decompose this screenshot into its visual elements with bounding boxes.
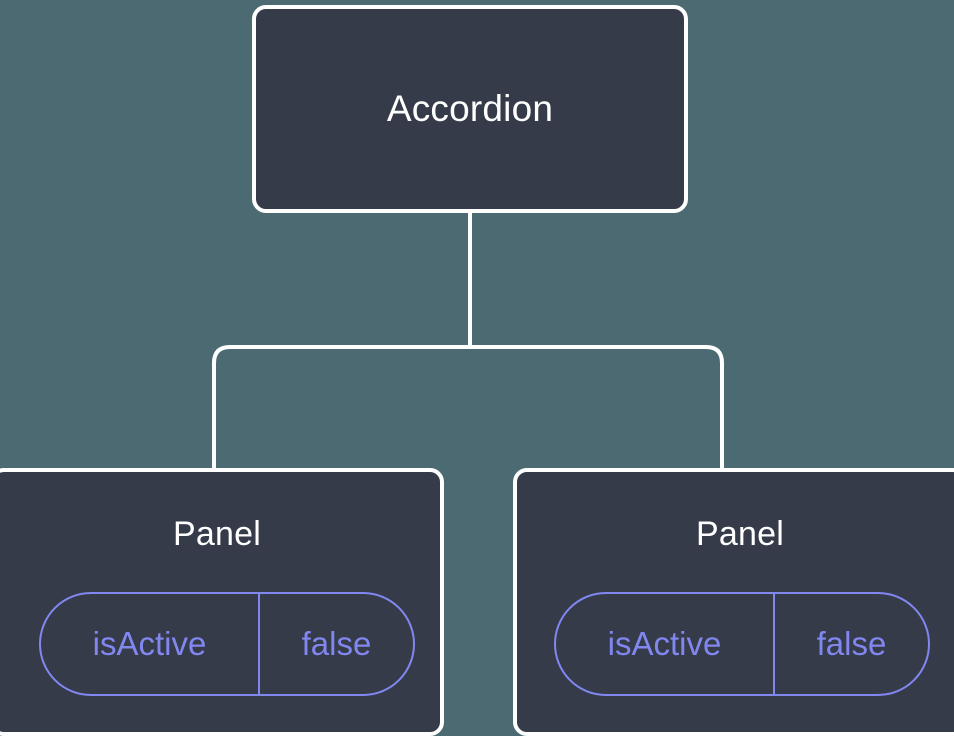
node-title: Panel: [173, 515, 261, 553]
state-value: false: [301, 625, 372, 662]
state-value: false: [816, 625, 887, 662]
edge-branch-to-panel-right: [470, 345, 724, 468]
state-key: isActive: [556, 594, 775, 694]
node-title: Accordion: [386, 87, 554, 129]
node-panel-2[interactable]: Panel isActive false: [513, 468, 954, 736]
state-chip[interactable]: isActive false: [554, 592, 930, 696]
node-accordion[interactable]: Accordion: [252, 5, 688, 213]
node-title: Panel: [696, 515, 784, 553]
node-panel-1[interactable]: Panel isActive false: [0, 468, 444, 736]
edge-branch-to-panel-left: [212, 345, 470, 468]
state-key: isActive: [41, 594, 260, 694]
state-chip[interactable]: isActive false: [39, 592, 415, 696]
